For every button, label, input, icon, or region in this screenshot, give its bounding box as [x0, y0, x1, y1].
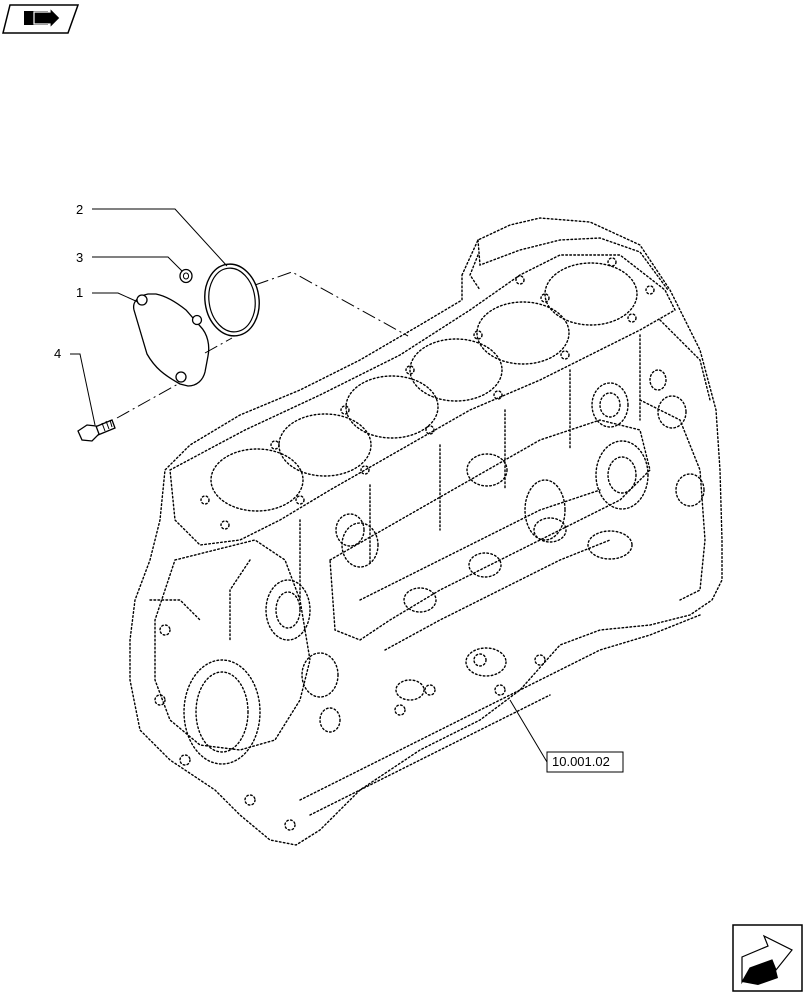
- reference-link-box[interactable]: 10.001.02: [546, 751, 624, 773]
- reference-code: 10.001.02: [552, 754, 610, 769]
- assembly-centerline: [116, 271, 409, 419]
- washer-part: [179, 268, 193, 284]
- book-arrow-icon[interactable]: [2, 4, 80, 34]
- callout-label-3: 3: [76, 250, 83, 265]
- callout-label-2: 2: [76, 202, 83, 217]
- cover-plate-part: [132, 293, 210, 387]
- callout-label-4: 4: [54, 346, 61, 361]
- o-ring-part: [204, 263, 260, 337]
- next-page-arrow-icon[interactable]: [732, 924, 803, 992]
- bolt-part: [77, 419, 116, 442]
- callout-label-1: 1: [76, 285, 83, 300]
- engine-block: [129, 217, 723, 846]
